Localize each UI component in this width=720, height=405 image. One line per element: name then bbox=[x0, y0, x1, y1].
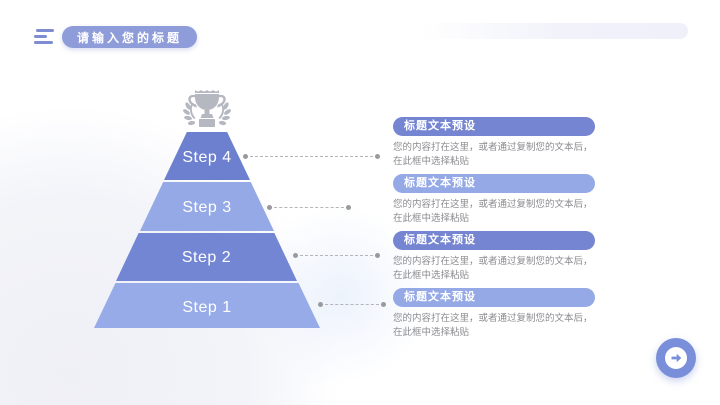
text-block-2[interactable]: 标题文本预设 您的内容打在这里，或者通过复制您的文本后，在此框中选择粘贴 bbox=[393, 174, 603, 227]
text-block-1-title: 标题文本预设 bbox=[393, 117, 595, 136]
connector-step-1 bbox=[318, 302, 386, 307]
connector-step-2 bbox=[293, 253, 380, 258]
text-block-2-title: 标题文本预设 bbox=[393, 174, 595, 193]
pyramid-step-1-label: Step 1 bbox=[182, 299, 232, 316]
text-block-3[interactable]: 标题文本预设 您的内容打在这里，或者通过复制您的文本后，在此框中选择粘贴 bbox=[393, 231, 603, 284]
text-block-4-body: 您的内容打在这里，或者通过复制您的文本后，在此框中选择粘贴 bbox=[393, 313, 593, 339]
text-block-4-title: 标题文本预设 bbox=[393, 288, 595, 307]
text-block-3-title: 标题文本预设 bbox=[393, 231, 595, 250]
arrow-right-icon bbox=[665, 347, 687, 369]
connector-step-3 bbox=[267, 205, 351, 210]
background-band bbox=[420, 23, 688, 39]
text-block-4[interactable]: 标题文本预设 您的内容打在这里，或者通过复制您的文本后，在此框中选择粘贴 bbox=[393, 288, 603, 341]
slide-title-text: 请输入您的标题 bbox=[76, 30, 182, 45]
pyramid-step-1[interactable]: Step 1 bbox=[94, 283, 320, 328]
pyramid-step-2-label: Step 2 bbox=[181, 249, 232, 266]
slide-title-placeholder[interactable]: 请输入您的标题 bbox=[62, 26, 197, 48]
pyramid-step-3[interactable]: Step 3 bbox=[140, 182, 274, 231]
text-block-3-body: 您的内容打在这里，或者通过复制您的文本后，在此框中选择粘贴 bbox=[393, 256, 593, 282]
pyramid-step-3-label: Step 3 bbox=[182, 199, 232, 216]
text-block-1[interactable]: 标题文本预设 您的内容打在这里，或者通过复制您的文本后，在此框中选择粘贴 bbox=[393, 117, 603, 170]
trophy-laurel-icon bbox=[173, 86, 241, 133]
pyramid-step-4-label: Step 4 bbox=[182, 149, 232, 166]
text-block-1-body: 您的内容打在这里，或者通过复制您的文本后，在此框中选择粘贴 bbox=[393, 142, 593, 168]
text-block-2-body: 您的内容打在这里，或者通过复制您的文本后，在此框中选择粘贴 bbox=[393, 199, 593, 225]
next-button[interactable] bbox=[656, 338, 696, 378]
connector-step-4 bbox=[243, 154, 380, 159]
pyramid-step-2[interactable]: Step 2 bbox=[116, 233, 297, 281]
hamburger-icon[interactable] bbox=[34, 28, 58, 48]
